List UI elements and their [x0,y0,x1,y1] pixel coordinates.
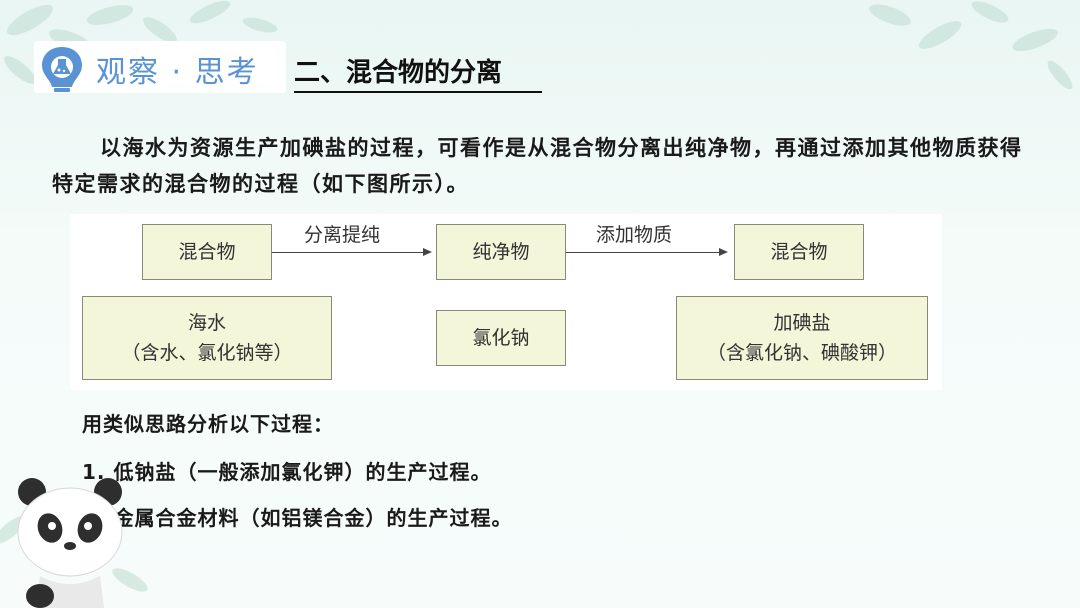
box-line: 加碘盐 [773,308,830,338]
arrow-right-icon [566,252,726,253]
arrow-label-add: 添加物质 [596,220,672,247]
section-title: 二、混合物的分离 [294,52,542,93]
diagram-box-mixture-2: 混合物 [734,224,864,280]
leaves-decoration-right [850,0,1080,100]
arrow-label-separate: 分离提纯 [304,220,380,247]
diagram-box-nacl: 氯化钠 [436,310,566,366]
task-heading: 用类似思路分析以下过程： [82,408,334,437]
diagram-box-iodized-salt: 加碘盐 （含氯化钠、碘酸钾） [676,296,928,380]
lightbulb-flask-icon [36,43,88,95]
panda-illustration [0,470,150,608]
badge-label: 观察 · 思考 [96,47,259,91]
box-line: （含氯化钠、碘酸钾） [707,338,897,368]
arrow-right-icon [272,252,430,253]
flow-diagram: 混合物 分离提纯 纯净物 添加物质 混合物 海水 （含水、氯化钠等） 氯化钠 加… [70,214,942,390]
intro-paragraph: 以海水为资源生产加碘盐的过程，可看作是从混合物分离出纯净物，再通过添加其他物质获… [52,130,1032,202]
diagram-box-seawater: 海水 （含水、氯化钠等） [82,296,332,380]
diagram-box-mixture-1: 混合物 [142,224,272,280]
diagram-box-pure: 纯净物 [436,224,566,280]
box-line: 海水 [188,308,226,338]
box-line: （含水、氯化钠等） [121,338,292,368]
